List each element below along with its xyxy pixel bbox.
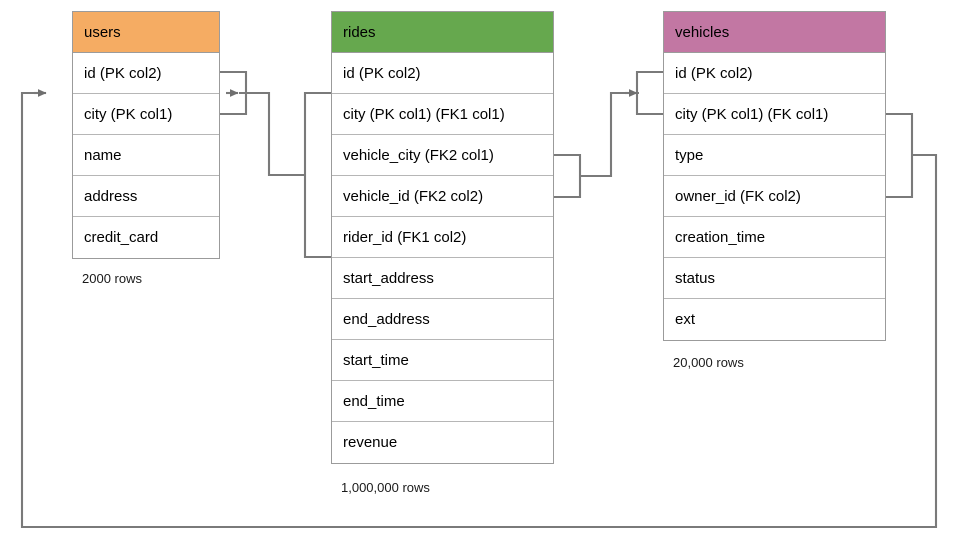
column-rides-city[interactable]: city (PK col1) (FK1 col1): [332, 94, 553, 135]
column-users-name[interactable]: name: [73, 135, 219, 176]
table-rides-row-count: 1,000,000 rows: [341, 480, 430, 495]
column-rides-vehicle-id[interactable]: vehicle_id (FK2 col2): [332, 176, 553, 217]
table-users-title: users: [84, 24, 121, 41]
column-rides-id[interactable]: id (PK col2): [332, 53, 553, 94]
table-vehicles-header: vehicles: [664, 12, 885, 53]
column-rides-end-time[interactable]: end_time: [332, 381, 553, 422]
table-vehicles-title: vehicles: [675, 24, 730, 41]
table-rides[interactable]: rides id (PK col2) city (PK col1) (FK1 c…: [331, 11, 554, 464]
edge-rides-fk1-stem: [239, 91, 305, 177]
edge-vehicles-left-bracket: [635, 70, 663, 116]
edge-vehicles-right-bracket: [886, 112, 914, 199]
column-vehicles-ext[interactable]: ext: [664, 299, 885, 340]
column-vehicles-type[interactable]: type: [664, 135, 885, 176]
column-rides-rider-id[interactable]: rider_id (FK1 col2): [332, 217, 553, 258]
table-rides-header: rides: [332, 12, 553, 53]
edge-rides-fk1-bracket: [303, 91, 331, 259]
column-rides-revenue[interactable]: revenue: [332, 422, 553, 463]
column-vehicles-id[interactable]: id (PK col2): [664, 53, 885, 94]
column-users-credit-card[interactable]: credit_card: [73, 217, 219, 258]
table-users[interactable]: users id (PK col2) city (PK col1) name a…: [72, 11, 220, 259]
column-users-city[interactable]: city (PK col1): [73, 94, 219, 135]
column-rides-vehicle-city[interactable]: vehicle_city (FK2 col1): [332, 135, 553, 176]
column-users-address[interactable]: address: [73, 176, 219, 217]
table-rides-title: rides: [343, 24, 376, 41]
column-rides-start-address[interactable]: start_address: [332, 258, 553, 299]
edge-rides-fk2-bracket: [554, 153, 582, 199]
column-rides-start-time[interactable]: start_time: [332, 340, 553, 381]
column-vehicles-owner-id[interactable]: owner_id (FK col2): [664, 176, 885, 217]
column-vehicles-creation-time[interactable]: creation_time: [664, 217, 885, 258]
column-users-id[interactable]: id (PK col2): [73, 53, 219, 94]
edge-users-right-bracket: [220, 70, 248, 116]
column-vehicles-status[interactable]: status: [664, 258, 885, 299]
table-users-header: users: [73, 12, 219, 53]
column-vehicles-city[interactable]: city (PK col1) (FK col1): [664, 94, 885, 135]
table-users-row-count: 2000 rows: [82, 271, 142, 286]
column-rides-end-address[interactable]: end_address: [332, 299, 553, 340]
edge-rides-fk2-stem: [580, 91, 639, 178]
table-vehicles-row-count: 20,000 rows: [673, 355, 744, 370]
table-vehicles[interactable]: vehicles id (PK col2) city (PK col1) (FK…: [663, 11, 886, 341]
